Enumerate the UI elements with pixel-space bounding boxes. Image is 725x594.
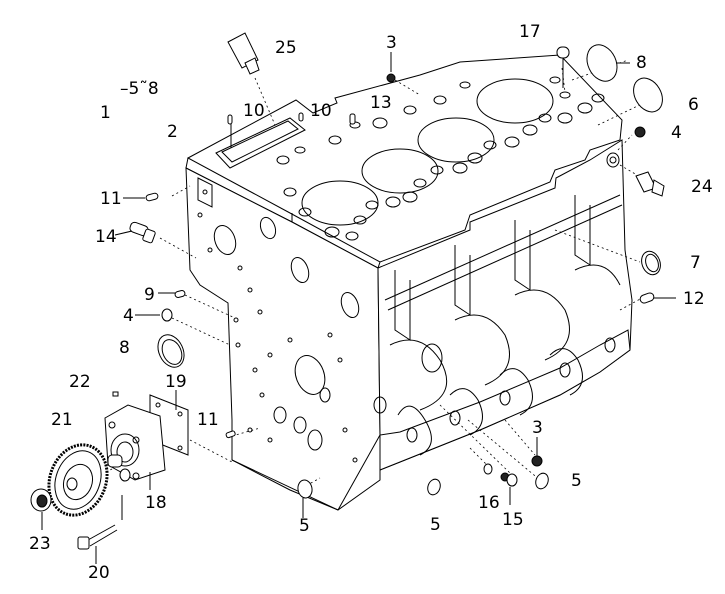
callout-25: 25 (275, 38, 297, 58)
part-18-oil-pump (104, 404, 166, 482)
callout-20: 20 (88, 563, 110, 583)
callout-4-right: 4 (671, 123, 682, 143)
callout-24: 24 (691, 177, 713, 197)
part-4-plug-right (634, 126, 646, 138)
callout-2: 2 (167, 122, 178, 142)
assembly-lines (47, 59, 651, 496)
part-12-pin (639, 292, 655, 304)
callout-15: 15 (502, 510, 524, 530)
part-8-seal-left (157, 334, 185, 368)
callout-7: 7 (690, 253, 701, 273)
callout-6: 6 (688, 95, 699, 115)
part-17-plug (556, 46, 570, 88)
part-22-key (112, 391, 119, 397)
callout-16: 16 (478, 493, 500, 513)
part-10-pin-b (298, 112, 304, 122)
callout-11-a: 11 (100, 189, 122, 209)
callout-5-8: –5˜8 (120, 79, 159, 99)
part-24-oil-switch (635, 171, 665, 197)
part-23-nut (30, 488, 52, 512)
callout-3-top: 3 (386, 33, 397, 53)
part-3-plug-bottom (531, 455, 543, 467)
callout-5-mid: 5 (430, 515, 441, 535)
crankcase-block (185, 54, 633, 511)
callout-5-right: 5 (571, 471, 582, 491)
callout-3-bottom: 3 (532, 418, 543, 438)
part-20-bolt (77, 495, 123, 550)
part-6-cap (633, 77, 663, 113)
callout-10-a: 10 (243, 101, 265, 121)
callout-22: 22 (69, 372, 91, 392)
part-7-seal (641, 250, 661, 276)
part-13-pin (349, 113, 356, 125)
part-11-pin-a (145, 192, 159, 202)
part-3-plug-top (386, 73, 396, 83)
callout-17: 17 (519, 22, 541, 42)
leader-lines (41, 52, 676, 564)
callout-5-left: 5 (299, 516, 310, 536)
deck-holes (276, 76, 605, 241)
callout-9: 9 (144, 285, 155, 305)
end-face-openings (197, 177, 360, 463)
callout-8-left: 8 (119, 338, 130, 358)
part-25-sensor (227, 32, 260, 75)
callout-18: 18 (145, 493, 167, 513)
callout-4-left: 4 (123, 306, 134, 326)
part-15-plug (506, 473, 518, 487)
part-21-drive-gear (47, 443, 109, 517)
callout-21: 21 (51, 410, 73, 430)
part-14-fitting (129, 221, 156, 244)
part-5-plug-right (535, 472, 549, 490)
callout-1: 1 (100, 103, 111, 123)
callout-11-b: 11 (197, 410, 219, 430)
callout-8-top: 8 (636, 53, 647, 73)
part-8-cap-top (586, 44, 618, 82)
callout-14: 14 (95, 227, 117, 247)
callout-13: 13 (370, 93, 392, 113)
part-9-pin (174, 289, 186, 299)
callout-labels: 1 –5˜8 2 25 3 10 10 13 17 8 6 4 24 7 12 … (29, 22, 713, 583)
callout-12: 12 (683, 289, 705, 309)
part-5-plug-mid (427, 478, 441, 496)
part-4-plug-left (161, 308, 173, 322)
part-16-washer (483, 463, 493, 475)
part-10-pin-a (227, 114, 233, 125)
bearing-webs (373, 152, 623, 456)
part-5-plug-left (297, 479, 313, 499)
callout-10-b: 10 (310, 101, 332, 121)
callout-23: 23 (29, 534, 51, 554)
callout-19: 19 (165, 372, 187, 392)
part-11-pin-b (225, 430, 236, 439)
